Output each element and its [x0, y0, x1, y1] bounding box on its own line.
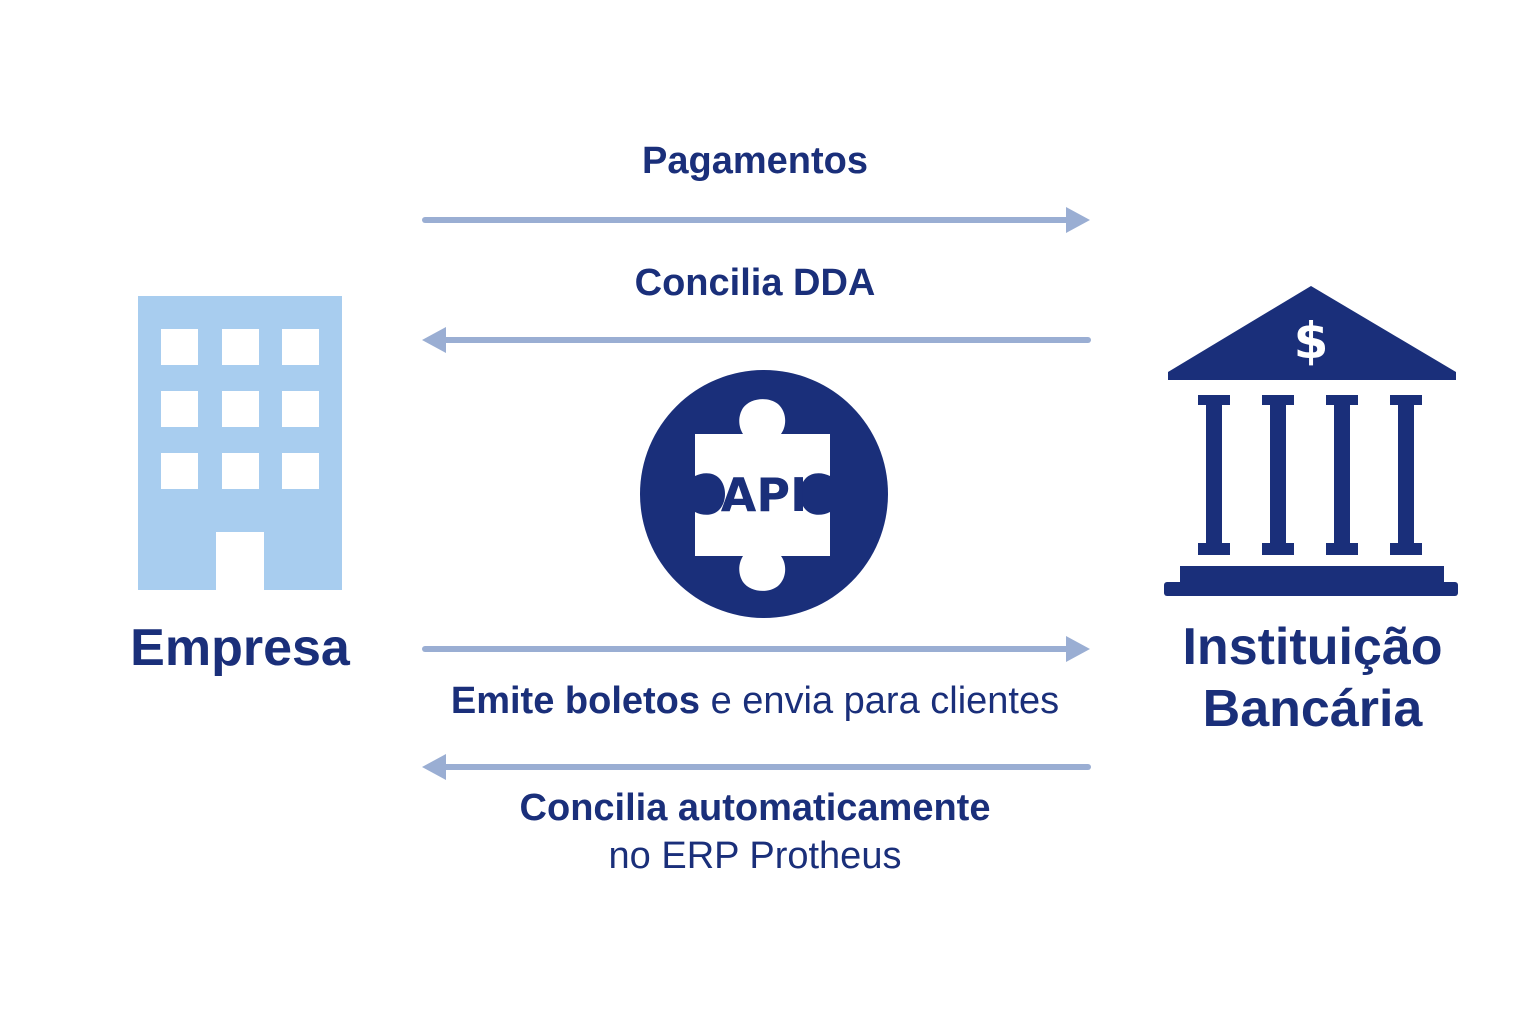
dollar-sign-icon: $ [1294, 312, 1329, 370]
instituicao-bancaria-label: Instituição Bancária [1140, 616, 1485, 740]
flow-label-concilia-auto-line1: Concilia automaticamente [519, 787, 991, 829]
banco-label-line1: Instituição [1182, 618, 1443, 676]
arrowhead-pagamentos [1066, 207, 1090, 233]
flow-label-emite-boletos-bold: Emite boletos [450, 680, 701, 722]
flow-label-emite-boletos: Emite boletos e envia para clientes [400, 680, 1110, 723]
flow-label-concilia-auto: Concilia automaticamente no ERP Protheus [400, 784, 1110, 880]
arrowhead-concilia-dda [422, 327, 446, 353]
api-label: API [721, 468, 807, 522]
arrowhead-concilia-auto [422, 754, 446, 780]
flow-label-emite-boletos-rest: e envia para clientes [700, 680, 1060, 722]
flow-label-concilia-auto-line2: no ERP Protheus [608, 835, 902, 877]
api-puzzle-icon: API [640, 370, 888, 618]
flow-label-concilia-dda: Concilia DDA [634, 262, 876, 304]
arrowhead-emite-boletos [1066, 636, 1090, 662]
bank-building-icon: $ [1164, 286, 1458, 596]
empresa-label: Empresa [130, 619, 350, 677]
banco-label-line2: Bancária [1202, 680, 1423, 738]
flow-label-pagamentos: Pagamentos [642, 140, 868, 182]
office-building-icon [138, 296, 342, 590]
